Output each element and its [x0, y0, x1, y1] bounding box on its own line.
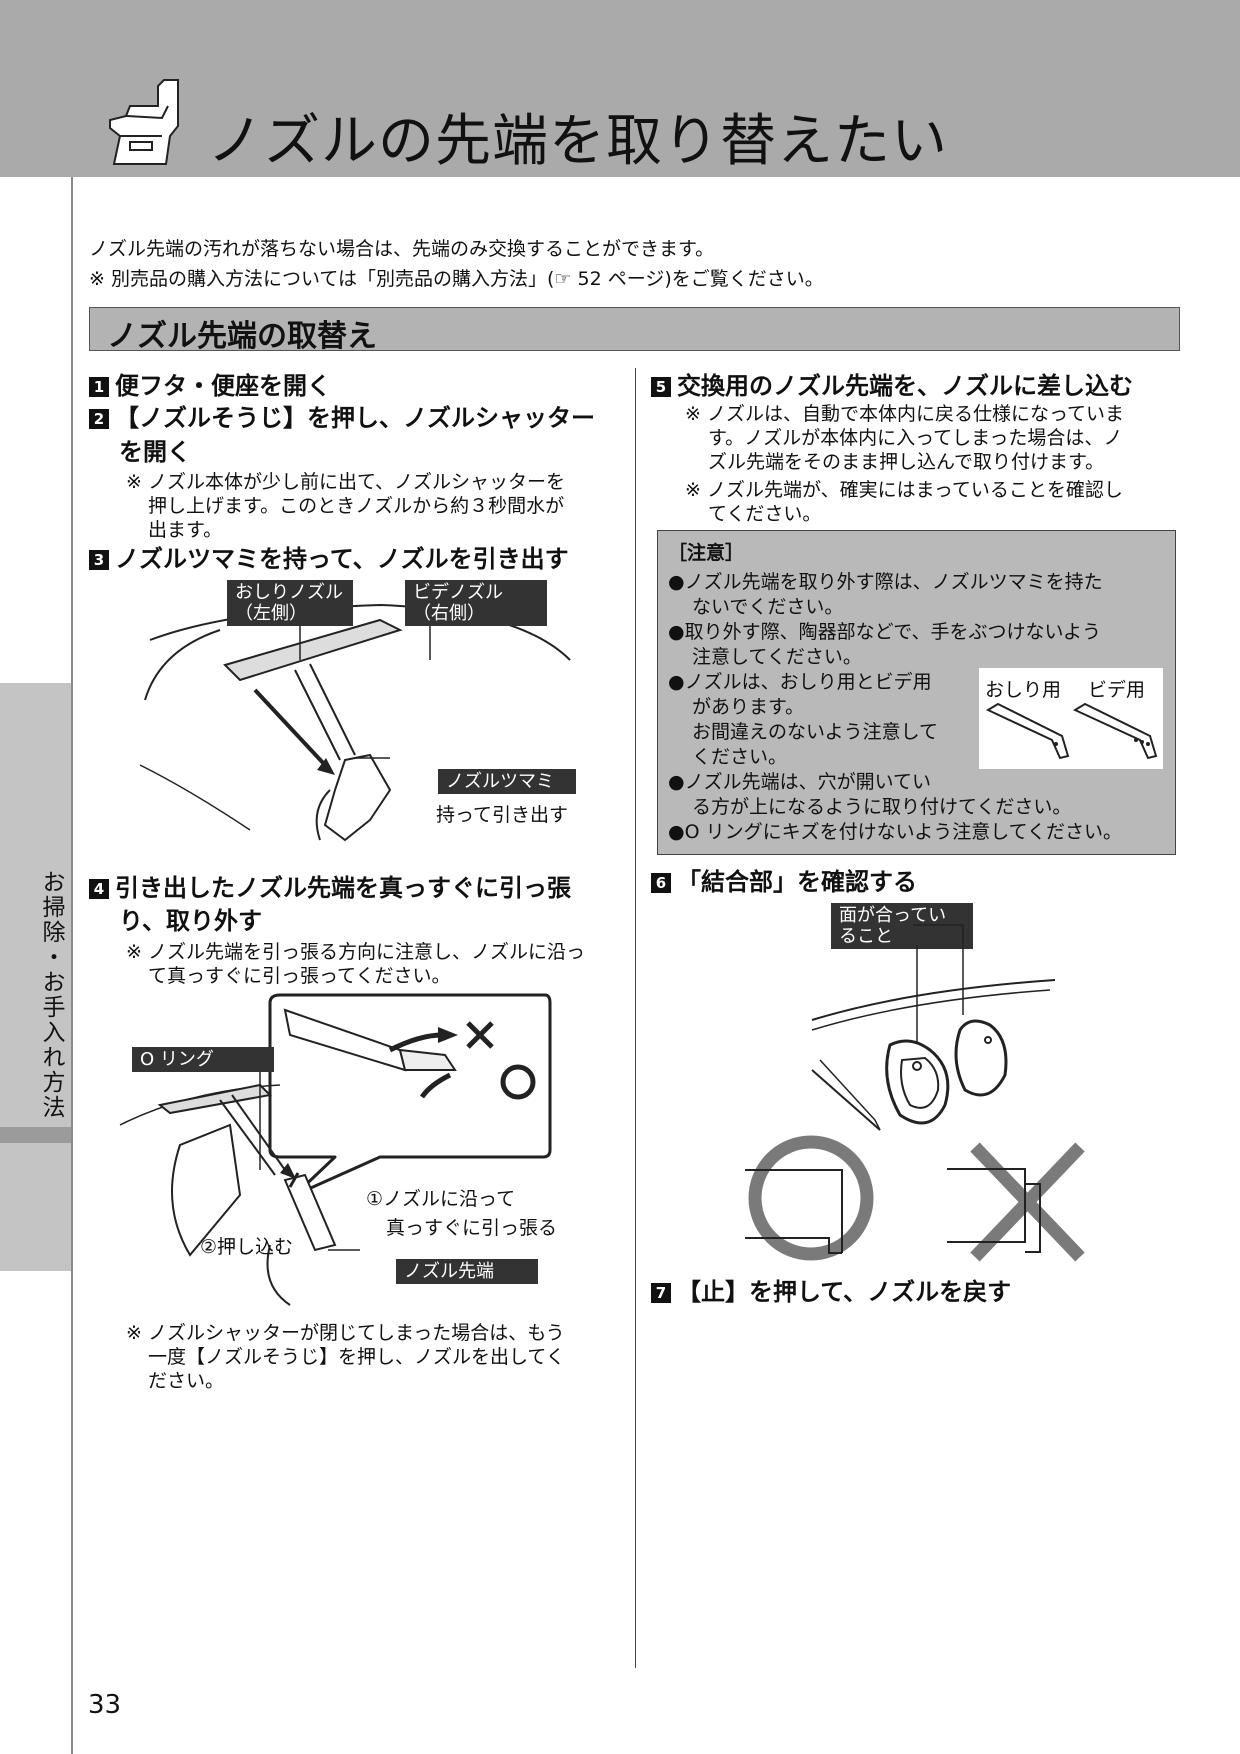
step-note: ※ ノズルは、自動で本体内に戻る仕様になっていま [685, 403, 1125, 425]
side-tab [0, 683, 71, 1271]
intro-text: ノズル先端の汚れが落ちない場合は、先端のみ交換することができます。 [89, 238, 715, 260]
label-pull-straight: ①ノズルに沿って [366, 1188, 516, 1210]
section-bar [89, 307, 1180, 351]
caution-item: ●O リングにキズを付けないよう注意してください。 [668, 821, 1123, 843]
label-line: おしりノズル [235, 582, 343, 603]
label-line: ること [839, 926, 893, 947]
footnote: 一度【ノズルそうじ】を押し、ノズルを出してく [148, 1346, 565, 1368]
label-line: （左側） [235, 603, 307, 624]
step-3: 3 ノズルツマミを持って、ノズルを引き出す [89, 543, 569, 575]
caution-item-cont: お間違えのないよう注意して [692, 721, 939, 743]
intro-reference: ※ 別売品の購入方法については「別売品の購入方法」(☞ 52 ページ)をご覧くだ… [89, 268, 824, 290]
label-o-ring: O リング [132, 1047, 274, 1072]
step-text: 引き出したノズル先端を真っすぐに引っ張 [115, 874, 571, 902]
step-7: 7 【止】を押して、ノズルを戻す [651, 1276, 1011, 1308]
caution-item-cont: ないでください。 [692, 596, 844, 618]
step-note: ※ ノズル本体が少し前に出て、ノズルシャッターを [126, 471, 566, 493]
step-text: ノズルツマミを持って、ノズルを引き出す [115, 545, 569, 573]
label-oshiri-use: おしり用 [985, 679, 1062, 701]
footnote: ださい。 [148, 1370, 225, 1392]
step-number: 7 [651, 1283, 671, 1303]
label-pull-out: 持って引き出す [436, 804, 569, 826]
step-note: 押し上げます。このときノズルから約３秒間水が [148, 495, 565, 517]
joint-illustration [811, 924, 1056, 1131]
step-5: 5 交換用のノズル先端を、ノズルに差し込む [651, 370, 1133, 402]
label-push-in: ②押し込む [200, 1236, 294, 1258]
page-number: 33 [88, 1690, 122, 1720]
step-number: 4 [89, 879, 109, 899]
nozzle-pull-illustration [139, 592, 571, 842]
column-divider [635, 368, 636, 1668]
step-text: 「結合部」を確認する [677, 868, 917, 896]
step-text: 【ノズルそうじ】を押し、ノズルシャッター [115, 404, 595, 432]
step-text: 交換用のノズル先端を、ノズルに差し込む [677, 372, 1133, 400]
label-line: ビデノズル [413, 582, 503, 603]
footnote: ※ ノズルシャッターが閉じてしまった場合は、もう [126, 1322, 565, 1344]
side-tab-label: お掃除・お手入れ方法 [38, 870, 64, 1120]
step-text: 【止】を押して、ノズルを戻す [677, 1278, 1012, 1306]
label-nozzle-knob: ノズルツマミ [438, 769, 576, 794]
step-6: 6 「結合部」を確認する [651, 866, 917, 898]
label-bide-nozzle: ビデノズル （右側） [405, 580, 547, 626]
label-line: （右側） [413, 603, 485, 624]
correct-alignment-icon [745, 1135, 874, 1261]
nozzle-tips-icon [985, 702, 1158, 760]
step-text: 便フタ・便座を開く [115, 372, 331, 400]
step-note: 出ます。 [148, 519, 223, 541]
header-band [0, 0, 1240, 177]
step-number: 2 [89, 409, 109, 429]
caution-item-cont: があります。 [692, 696, 805, 718]
label-surface-aligned: 面が合ってい ること [831, 903, 973, 949]
nozzle-removal-illustration [119, 993, 552, 1306]
step-number: 5 [651, 377, 671, 397]
label-nozzle-tip: ノズル先端 [396, 1259, 538, 1284]
step-text-cont: り、取り外す [119, 907, 263, 935]
caution-item: ●取り外す際、陶器部などで、手をぶつけないよう [668, 621, 1102, 643]
step-text-cont: を開く [119, 438, 191, 466]
caution-item: ●ノズルは、おしり用とビデ用 [668, 671, 932, 693]
caution-item: ●ノズル先端は、穴が開いてい [668, 771, 932, 793]
step-note: てください。 [708, 503, 822, 525]
step-note: ※ ノズル先端を引っ張る方向に注意し、ノズルに沿っ [126, 941, 585, 963]
caution-item-cont: 注意してください。 [692, 646, 862, 668]
step-note: す。ノズルが本体内に入ってしまった場合は、ノ [708, 427, 1123, 449]
section-title: ノズル先端の取替え [107, 319, 377, 354]
side-tab-marker [0, 1127, 71, 1143]
toilet-icon [109, 79, 179, 165]
caution-title: ［注意］ [668, 542, 745, 564]
caution-item-cont: る方が上になるように取り付けてください。 [692, 796, 1072, 818]
step-number: 3 [89, 550, 109, 570]
wrong-alignment-icon [947, 1142, 1085, 1262]
step-4: 4 引き出したノズル先端を真っすぐに引っ張 [89, 872, 571, 904]
margin-rule [71, 177, 73, 1754]
step-number: 1 [89, 377, 109, 397]
label-line: 面が合ってい [839, 905, 947, 926]
step-note: ※ ノズル先端が、確実にはまっていることを確認し [685, 479, 1123, 501]
step-note: ズル先端をそのまま押し込んで取り付けます。 [708, 451, 1105, 473]
label-pull-straight-cont: 真っすぐに引っ張る [386, 1217, 558, 1239]
label-bide-use: ビデ用 [1088, 679, 1146, 701]
page-title: ノズルの先端を取り替えたい [207, 109, 948, 174]
step-note: て真っすぐに引っ張ってください。 [148, 965, 451, 987]
step-1: 1 便フタ・便座を開く [89, 370, 331, 402]
step-2: 2 【ノズルそうじ】を押し、ノズルシャッター [89, 402, 595, 434]
step-number: 6 [651, 873, 671, 893]
caution-item: ●ノズル先端を取り外す際は、ノズルツマミを持た [668, 571, 1103, 593]
label-oshiri-nozzle: おしりノズル （左側） [227, 580, 353, 626]
caution-item-cont: ください。 [692, 746, 788, 768]
